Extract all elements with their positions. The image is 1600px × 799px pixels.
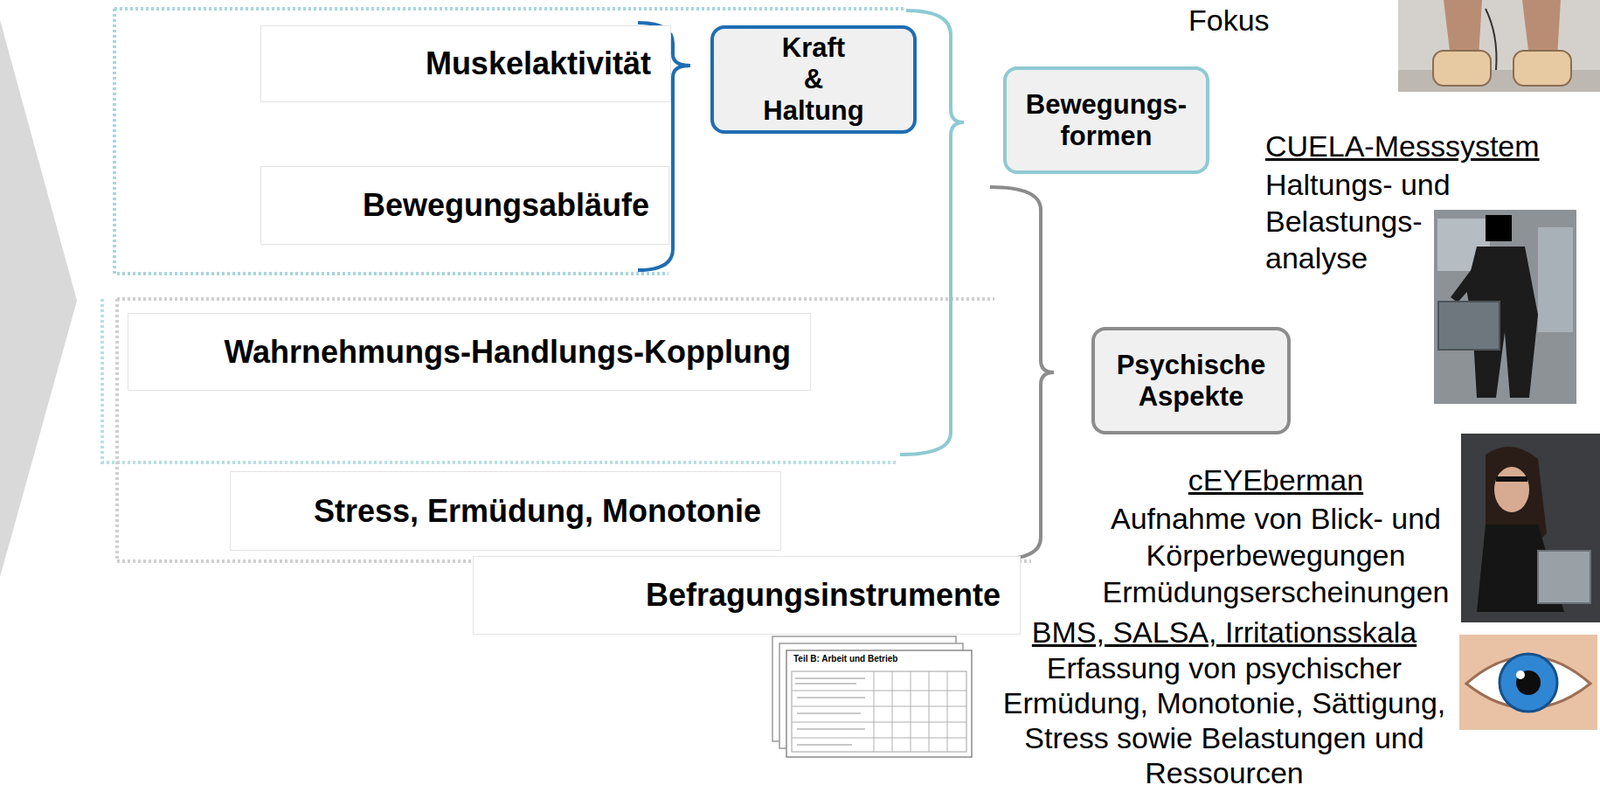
method-name: CUELA-Messsystem — [1265, 127, 1540, 165]
photo-ground — [1398, 0, 1600, 92]
text-line: & — [762, 63, 864, 96]
text-line: Kraft — [762, 32, 864, 64]
sensor-cable — [1485, 8, 1497, 70]
category-box: Befragungsinstrumente — [472, 555, 1021, 635]
text-placeholder — [795, 678, 866, 745]
group-box: Kraft & Haltung — [710, 25, 917, 134]
text-line: Erfassung von psychischer — [944, 650, 1504, 686]
iris — [1499, 653, 1558, 712]
text-line: Stress, Ermüdung, Monotonie — [313, 492, 762, 530]
category-box: Bewegungsabläufe — [260, 166, 670, 245]
eye-illustration — [1459, 634, 1598, 730]
dotted-frame — [114, 8, 907, 274]
text-line: Haltungs- und — [1265, 166, 1451, 203]
text-line: Befragungsinstrumente — [645, 576, 1001, 614]
shoe — [1433, 50, 1491, 86]
box-text: Kraft & Haltung — [762, 32, 864, 127]
highlight — [1516, 670, 1525, 679]
dotted-frame — [117, 298, 1032, 562]
eye-tracker — [1496, 476, 1528, 482]
machine-part — [1537, 227, 1573, 333]
shoe — [1513, 50, 1572, 86]
eyetracking-photo — [1461, 433, 1600, 623]
sheet — [786, 650, 972, 757]
category-box: Wahrnehmungs-Handlungs-Kopplung — [127, 312, 811, 391]
text-line: Bewegungsabläufe — [362, 187, 650, 224]
method-name: cEYEberman — [1048, 461, 1504, 499]
box-text: Befragungsinstrumente — [645, 576, 1001, 614]
photo-ground — [1433, 209, 1577, 404]
box-text: Wahrnehmungs-Handlungs-Kopplung — [223, 333, 791, 371]
text-line: Ermüdung, Monotonie, Sättigung, — [944, 685, 1504, 721]
text-line: cEYEberman — [1048, 461, 1504, 499]
legs-photo — [1398, 0, 1600, 92]
text-line: Belastungs- — [1265, 202, 1451, 240]
leg — [1522, 0, 1561, 58]
table-frame — [791, 671, 967, 752]
curly-bracket — [990, 187, 1054, 560]
text-line: Bewegungs- — [1025, 89, 1187, 121]
heading-label: Fokus — [1188, 1, 1270, 39]
process-chevron — [0, 20, 77, 577]
machine-part — [1537, 550, 1591, 603]
text-line: formen — [1025, 120, 1187, 153]
text-line: Stress sowie Belastungen und — [944, 720, 1504, 755]
method-description: Aufnahme von Blick- und Körperbewegungen — [1048, 499, 1504, 574]
box-text: Psychische Aspekte — [1116, 349, 1267, 413]
skin — [1459, 634, 1598, 730]
text-line: Aufnahme von Blick- und — [1048, 499, 1504, 537]
text-line: CUELA-Messsystem — [1265, 127, 1540, 165]
questionnaire-sheets — [772, 636, 972, 757]
box-text: Bewegungsabläufe — [362, 187, 650, 224]
face-cover — [1485, 214, 1512, 242]
cuela-photo — [1433, 209, 1577, 404]
arm — [1450, 262, 1484, 303]
text-line: Fokus — [1188, 1, 1270, 39]
text-line: Wahrnehmungs-Handlungs-Kopplung — [223, 333, 791, 371]
box-text: Bewegungs- formen — [1025, 89, 1187, 153]
text-line: Haltung — [762, 95, 864, 127]
sheet-heading: Teil B: Arbeit und Betrieb — [793, 652, 898, 665]
method-name: BMS, SALSA, Irritationsskala — [944, 613, 1504, 651]
group-box: Psychische Aspekte — [1091, 326, 1291, 435]
photo-ground — [1461, 433, 1600, 623]
method-description: Haltungs- und Belastungs- analyse — [1265, 166, 1451, 277]
dotted-frame — [102, 298, 899, 463]
category-box: Muskelaktivität — [260, 25, 672, 103]
box-text: Stress, Ermüdung, Monotonie — [313, 492, 762, 530]
face — [1494, 466, 1530, 513]
box-text: Muskelaktivität — [425, 45, 652, 83]
text-line: Muskelaktivität — [425, 45, 652, 83]
method-description: Erfassung von psychischer Ermüdung, Mono… — [944, 650, 1504, 790]
crate — [1438, 301, 1500, 350]
text-line: Körperbewegungen — [1048, 536, 1504, 574]
category-box: Stress, Ermüdung, Monotonie — [229, 470, 782, 551]
text-line: Psychische — [1116, 349, 1267, 381]
text-line: Teil B: Arbeit und Betrieb — [793, 652, 898, 665]
text-line: BMS, SALSA, Irritationsskala — [944, 613, 1504, 651]
pupil — [1516, 670, 1541, 695]
leg — [1443, 0, 1483, 58]
text-line: Aspekte — [1116, 380, 1267, 413]
method-description: Ermüdungserscheinungen — [1048, 573, 1504, 610]
text-line: Ressourcen — [944, 754, 1504, 790]
text-line: analyse — [1265, 239, 1451, 277]
table-lines — [791, 671, 967, 752]
group-box: Bewegungs- formen — [1003, 66, 1210, 174]
text-line: Ermüdungserscheinungen — [1048, 573, 1504, 610]
